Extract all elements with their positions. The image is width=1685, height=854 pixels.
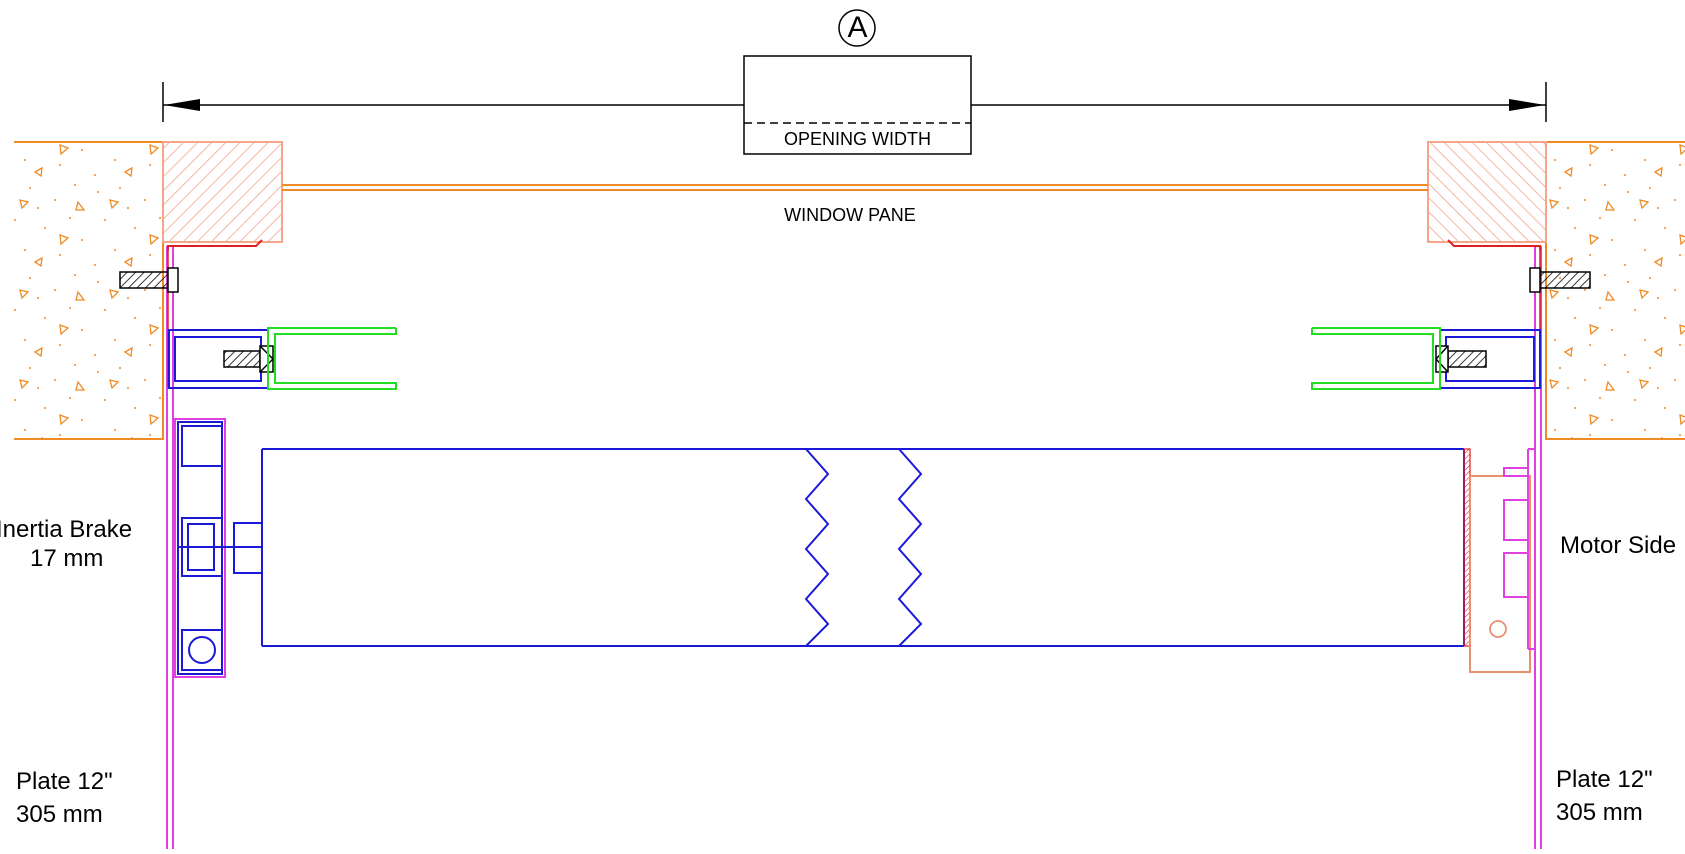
right-plate-label: Plate 12" xyxy=(1556,766,1653,793)
motor-side-label: Motor Side xyxy=(1560,532,1677,559)
right-wall xyxy=(1545,141,1685,440)
roller-tube xyxy=(261,448,1465,647)
right-plate-size: 305 mm xyxy=(1556,799,1643,826)
left-wall xyxy=(14,141,164,440)
window-pane-label: WINDOW PANE xyxy=(784,205,916,225)
arrow-left xyxy=(164,99,200,111)
arrow-right xyxy=(1509,99,1545,111)
right-guide-channel xyxy=(1311,327,1441,390)
break-line-right xyxy=(897,448,923,647)
right-bracket xyxy=(1435,329,1541,389)
left-guide-channel xyxy=(267,327,397,390)
dimension-label: OPENING WIDTH xyxy=(784,129,931,149)
inertia-brake xyxy=(174,418,263,678)
left-mounting-plate xyxy=(166,246,174,849)
break-line-left xyxy=(804,448,830,647)
left-plate-size: 305 mm xyxy=(16,801,103,828)
inertia-brake-size: 17 mm xyxy=(30,545,104,572)
left-wall-screw xyxy=(119,267,179,293)
dimension-box xyxy=(743,55,972,155)
dimension-marker-circle xyxy=(838,9,876,47)
left-wood-frame xyxy=(162,141,283,243)
dimension-marker: A xyxy=(847,11,868,44)
left-plate-label: Plate 12" xyxy=(16,768,113,795)
inertia-brake-label: Inertia Brake xyxy=(0,516,133,543)
window-pane xyxy=(282,184,1428,191)
right-wall-screw xyxy=(1529,267,1591,293)
left-bracket xyxy=(168,329,274,389)
motor-head xyxy=(1463,448,1535,673)
dimension-line xyxy=(162,9,1547,155)
right-wood-frame xyxy=(1427,141,1547,243)
